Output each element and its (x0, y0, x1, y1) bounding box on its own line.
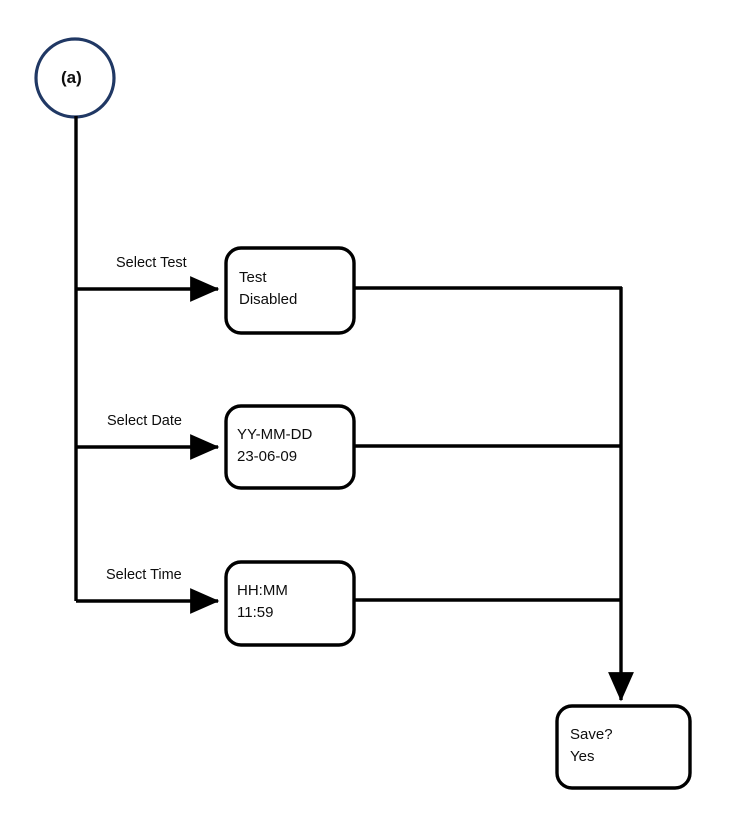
node-box-save (555, 704, 692, 790)
node-box-test (224, 246, 356, 335)
node-box-time (224, 560, 356, 647)
edge-label-select-test: Select Test (116, 255, 187, 271)
start-node-label: (a) (61, 68, 82, 87)
node-box-date (224, 404, 356, 490)
edge-label-select-date: Select Date (107, 413, 182, 429)
edge-label-select-time: Select Time (106, 567, 182, 583)
